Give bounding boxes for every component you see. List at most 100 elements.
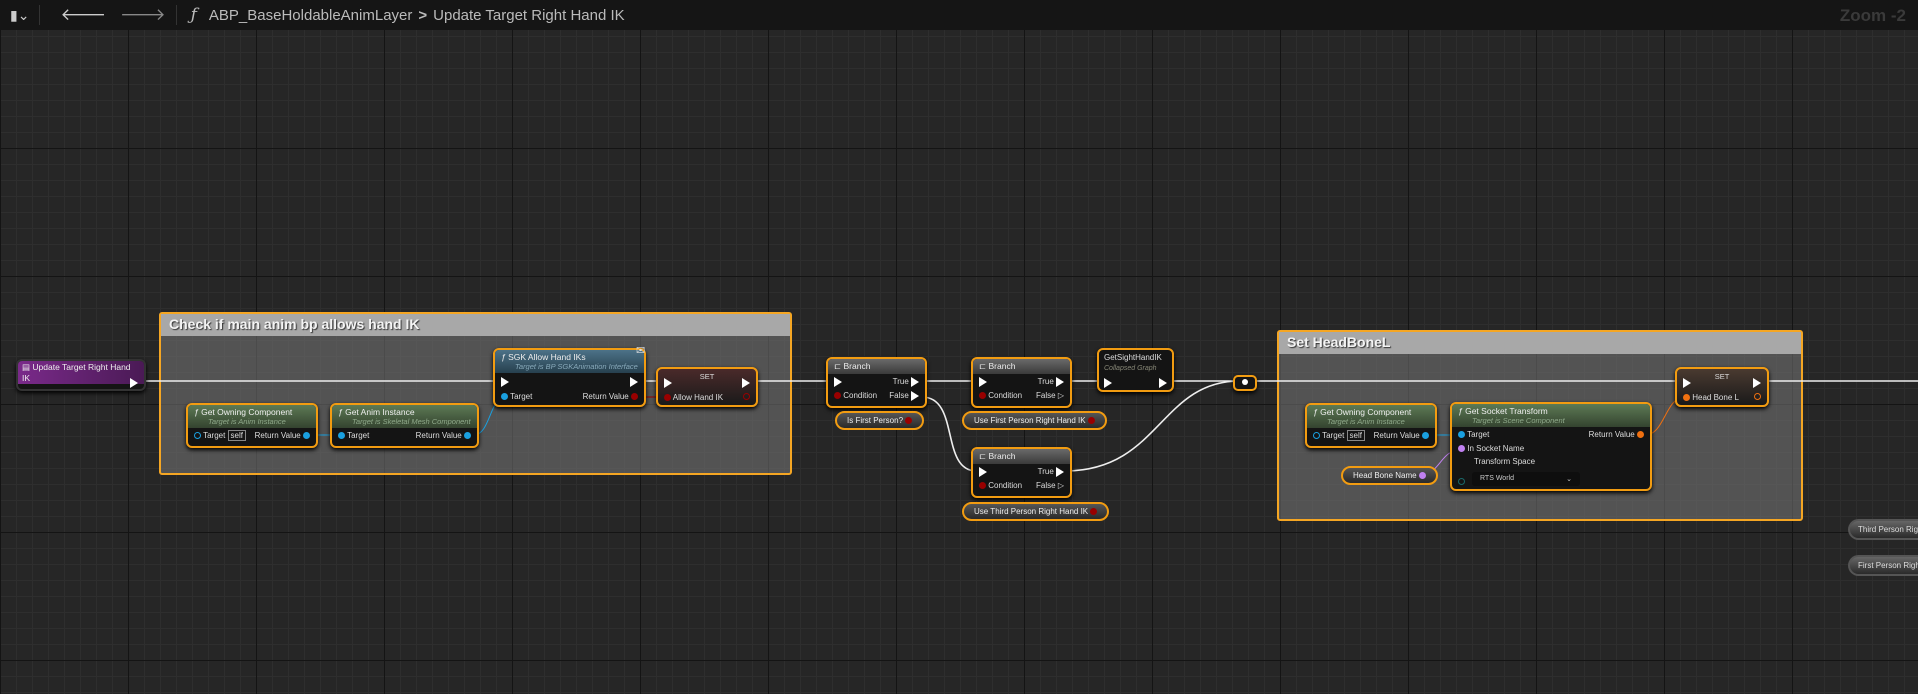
reroute-node[interactable] (1233, 375, 1257, 391)
bool-pin[interactable] (1087, 417, 1095, 425)
true-pin[interactable] (1056, 467, 1064, 477)
back-arrow-icon[interactable]: 🡐 (60, 5, 107, 24)
transform-in-pin[interactable] (1683, 394, 1690, 402)
pin-label: Target (510, 392, 533, 401)
variable-label: Third Person Right (1858, 525, 1918, 534)
false-pin[interactable]: ▷ (1057, 391, 1064, 400)
node-title: GetSightHandIK (1104, 353, 1162, 362)
transform-space-pin[interactable] (1458, 478, 1465, 485)
pin-label: False (1036, 391, 1056, 400)
third-person-right-variable[interactable]: Third Person Right (1848, 519, 1918, 540)
exec-in-pin[interactable] (1683, 378, 1691, 388)
comment-title[interactable]: Set HeadBoneL (1279, 332, 1801, 354)
is-first-person-variable[interactable]: Is First Person? (835, 411, 925, 430)
bool-pin[interactable] (1090, 508, 1098, 516)
pin-label: Target (1467, 430, 1490, 439)
head-bone-name-variable[interactable]: Head Bone Name (1341, 466, 1438, 485)
pin-label: Condition (988, 481, 1023, 490)
false-pin[interactable]: ▷ (1057, 481, 1064, 490)
zoom-level: Zoom -2 (1839, 6, 1906, 25)
exec-in-pin[interactable] (1104, 378, 1112, 388)
target-pin[interactable] (1458, 431, 1465, 439)
transform-space-dropdown[interactable]: RTS World⌄ (1472, 472, 1580, 486)
variable-label: Use Third Person Right Hand IK (974, 507, 1089, 516)
target-pin[interactable] (501, 393, 508, 401)
function-entry-icon: ▤ (22, 362, 33, 372)
exec-out-pin[interactable] (630, 377, 638, 387)
first-person-right-variable[interactable]: First Person Right H (1848, 555, 1918, 576)
target-pin[interactable] (338, 432, 345, 440)
function-icon: ƒ (190, 5, 197, 25)
pin-label: False (1036, 481, 1056, 490)
return-pin[interactable] (1637, 431, 1644, 439)
exec-in-pin[interactable] (501, 377, 509, 387)
return-pin[interactable] (303, 432, 310, 440)
node-title: SET (699, 372, 715, 381)
exec-in-pin[interactable] (664, 378, 672, 388)
bool-in-pin[interactable] (664, 394, 671, 402)
use-first-person-variable[interactable]: Use First Person Right Hand IK (962, 411, 1107, 430)
comment-title[interactable]: Check if main anim bp allows hand IK (161, 314, 790, 336)
branch-icon: ⊏ (979, 361, 989, 371)
set-head-bone-l-node[interactable]: SET Head Bone L (1675, 367, 1769, 407)
bool-pin[interactable] (905, 417, 913, 425)
bookmark-icon[interactable]: ▮⌄ (10, 6, 30, 23)
pin-label: Return Value (254, 431, 301, 440)
exec-in-pin[interactable] (979, 377, 987, 387)
node-title: Branch (988, 361, 1016, 371)
node-subtitle: Collapsed Graph (1104, 365, 1157, 372)
socket-name-pin[interactable] (1458, 445, 1465, 453)
target-pin[interactable] (194, 432, 201, 440)
use-third-person-variable[interactable]: Use Third Person Right Hand IK (962, 502, 1110, 521)
return-pin[interactable] (631, 393, 638, 401)
pin-label: Transform Space (1474, 457, 1536, 466)
return-pin[interactable] (464, 432, 471, 440)
condition-pin[interactable] (834, 392, 841, 400)
node-subtitle: Target is Skeletal Mesh Component (352, 417, 471, 426)
pin-label: Return Value (1373, 431, 1420, 440)
forward-arrow-icon[interactable]: 🡒 (120, 5, 166, 24)
set-allow-hand-ik-node[interactable]: SET Allow Hand IK (656, 367, 758, 407)
exec-out-pin[interactable] (130, 378, 138, 388)
variable-label: Head Bone Name (1353, 471, 1417, 480)
exec-in-pin[interactable] (834, 377, 842, 387)
false-pin[interactable] (911, 391, 919, 401)
true-pin[interactable] (911, 377, 919, 387)
node-title: Get Owning Component (201, 407, 293, 417)
get-sight-hand-ik-collapsed-node[interactable]: GetSightHandIK Collapsed Graph (1097, 348, 1174, 392)
exec-out-pin[interactable] (742, 378, 750, 388)
target-pin[interactable] (1313, 432, 1320, 440)
pin-label: Condition (843, 391, 878, 400)
condition-pin[interactable] (979, 392, 986, 400)
transform-out-pin[interactable] (1754, 393, 1761, 400)
exec-out-pin[interactable] (1159, 378, 1167, 388)
breadcrumb-function[interactable]: Update Target Right Hand IK (433, 6, 625, 24)
reroute-pin[interactable] (1242, 379, 1248, 385)
function-icon: ƒ (338, 407, 346, 417)
pin-label: True (1037, 467, 1054, 477)
branch-icon: ⊏ (834, 361, 844, 371)
return-pin[interactable] (1422, 432, 1429, 440)
function-entry-node[interactable]: ▤ Update Target Right Hand IK (16, 359, 146, 391)
pin-label: In Socket Name (1467, 444, 1525, 453)
pin-label: False (889, 391, 909, 401)
breadcrumb-separator-icon: > (418, 6, 428, 24)
self-box: self (227, 430, 246, 441)
node-subtitle: Target is Scene Component (1472, 416, 1565, 425)
bool-out-pin[interactable] (743, 393, 750, 400)
name-pin[interactable] (1418, 472, 1426, 480)
node-title: Branch (843, 361, 871, 371)
condition-pin[interactable] (979, 482, 986, 490)
true-pin[interactable] (1056, 377, 1064, 387)
exec-in-pin[interactable] (979, 467, 987, 477)
breadcrumb-blueprint[interactable]: ABP_BaseHoldableAnimLayer (208, 6, 413, 24)
exec-out-pin[interactable] (1753, 378, 1761, 388)
